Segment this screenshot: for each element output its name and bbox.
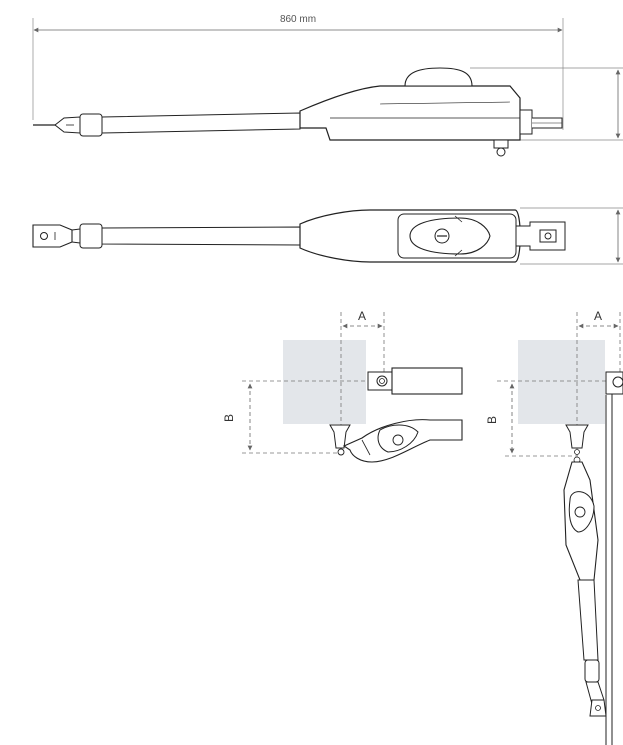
actuator-top-view bbox=[32, 207, 623, 265]
install-detail-right: A B bbox=[485, 309, 623, 745]
dim-a-label-right: A bbox=[594, 309, 602, 323]
mounting-zone bbox=[283, 340, 366, 424]
dim-a-label-left: A bbox=[358, 309, 366, 323]
install-detail-left: A B bbox=[222, 309, 463, 463]
width-dimension bbox=[520, 207, 623, 265]
height-dimension bbox=[470, 67, 623, 141]
actuator-side-view: 860 mm bbox=[32, 14, 623, 157]
dim-b-label-left: B bbox=[222, 414, 236, 422]
overall-length-dimension: 860 mm bbox=[32, 14, 564, 130]
mounting-zone bbox=[518, 340, 605, 424]
overall-length-label: 860 mm bbox=[280, 14, 316, 25]
dim-b-label-right: B bbox=[485, 416, 499, 424]
